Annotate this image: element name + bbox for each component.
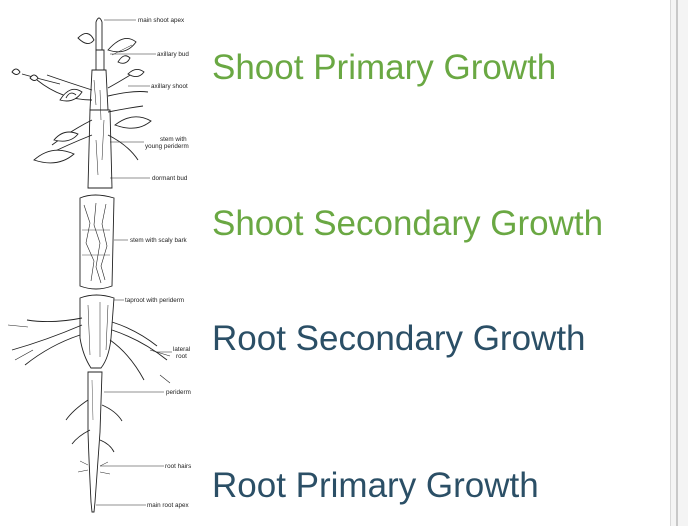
diagram-labels: main shoot apex axillary bud axillary sh… (125, 17, 191, 509)
label-lateral-root-1: lateral (173, 346, 190, 353)
label-taproot-periderm: taproot with periderm (125, 297, 184, 304)
scrollbar-track[interactable] (670, 0, 688, 526)
label-dormant-bud: dormant bud (152, 175, 188, 182)
label-stem-young-periderm-1: stem with (160, 136, 187, 143)
heading-shoot-primary-growth: Shoot Primary Growth (212, 48, 557, 87)
scrollbar-divider (676, 0, 678, 526)
heading-root-primary-growth: Root Primary Growth (212, 466, 539, 505)
label-lateral-root-2: root (176, 353, 187, 360)
slide: main shoot apex axillary bud axillary sh… (7, 17, 604, 513)
plant-growth-diagram: main shoot apex axillary bud axillary sh… (7, 17, 191, 513)
label-axillary-bud: axillary bud (157, 51, 189, 58)
label-main-shoot-apex: main shoot apex (138, 17, 185, 24)
label-axillary-shoot: axillary shoot (151, 83, 188, 90)
label-stem-scaly-bark: stem with scaly bark (130, 237, 188, 244)
label-periderm: periderm (166, 389, 191, 396)
label-root-hairs: root hairs (165, 463, 191, 470)
heading-root-secondary-growth: Root Secondary Growth (212, 319, 586, 358)
heading-shoot-secondary-growth: Shoot Secondary Growth (212, 204, 604, 243)
label-stem-young-periderm-2: young periderm (145, 143, 189, 150)
label-main-root-apex: main root apex (147, 502, 190, 509)
